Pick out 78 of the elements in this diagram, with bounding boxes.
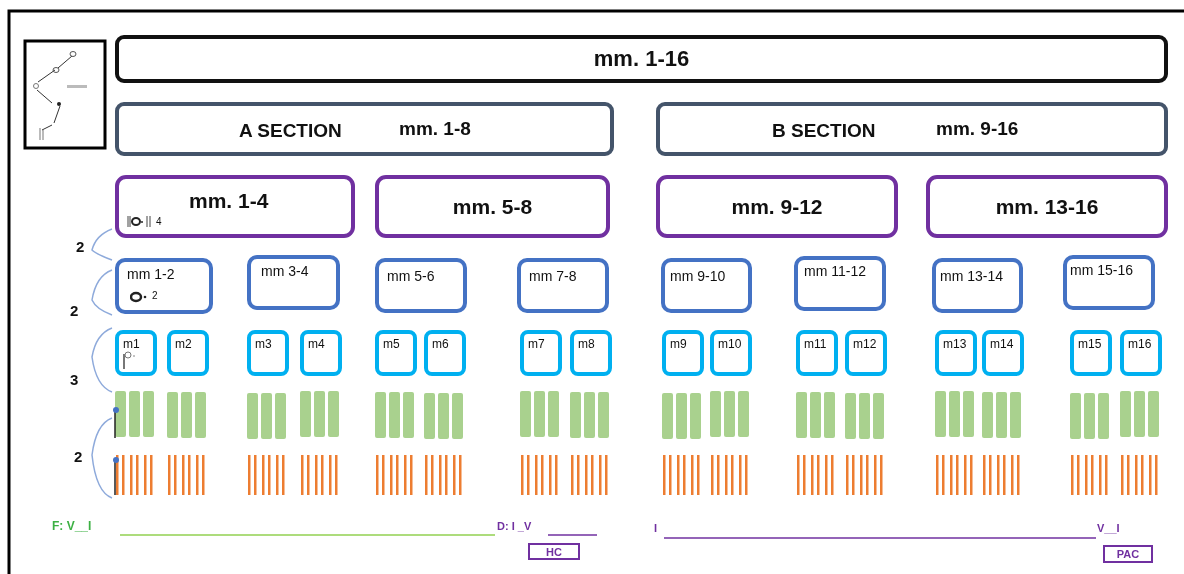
range-label: m9 (670, 337, 687, 351)
measure-box (247, 330, 289, 376)
measure-box (845, 330, 887, 376)
measure-box (710, 330, 752, 376)
measure-box (935, 330, 977, 376)
range-label: PAC (1115, 548, 1141, 560)
subphrase-box (1063, 255, 1155, 310)
range-label: mm 5-6 (387, 268, 435, 284)
range-label: m13 (943, 337, 967, 351)
phrase-box (375, 175, 610, 238)
range-label: A SECTION (239, 120, 342, 142)
range-label: mm 13-14 (940, 268, 1004, 284)
section-box (656, 102, 1168, 156)
harmony-label: D: I _V (497, 520, 532, 532)
cadence-box (528, 543, 580, 560)
subphrase-box (932, 258, 1023, 313)
subphrase-box (247, 255, 340, 310)
range-label: mm 9-10 (670, 268, 726, 284)
phrase-box (926, 175, 1168, 238)
measure-box (300, 330, 342, 376)
range-label: m7 (528, 337, 545, 351)
range-label: mm. 13-16 (994, 194, 1100, 219)
grouping-number: 2 (70, 302, 79, 319)
measure-box (520, 330, 562, 376)
grouping-number: 2 (74, 448, 83, 465)
subphrase-box (375, 258, 467, 313)
count-number: 4 (156, 216, 162, 227)
range-label: m2 (175, 337, 192, 351)
range-label: mm 7-8 (529, 268, 577, 284)
range-label: m4 (308, 337, 325, 351)
range-label: mm 1-2 (127, 266, 175, 282)
range-label: B SECTION (772, 120, 876, 142)
range-label: m10 (718, 337, 742, 351)
measure-box (1070, 330, 1112, 376)
range-box (115, 35, 1168, 83)
subphrase-box (661, 258, 752, 313)
measure-box (115, 330, 157, 376)
range-label: m6 (432, 337, 449, 351)
measure-box (424, 330, 466, 376)
range-label: mm. 1-16 (592, 46, 691, 72)
subphrase-box (517, 258, 609, 313)
range-label: mm. 5-8 (451, 194, 534, 219)
subphrase-box (794, 256, 886, 311)
phrase-box (656, 175, 898, 238)
range-label: m5 (383, 337, 400, 351)
measure-box (570, 330, 612, 376)
measure-box (1120, 330, 1162, 376)
grouping-number: 3 (70, 371, 79, 388)
range-label: mm 3-4 (261, 263, 309, 279)
range-label: mm. 9-12 (730, 194, 824, 219)
range-label: m12 (853, 337, 877, 351)
count-number: mm. 1-8 (399, 118, 471, 140)
range-label: m16 (1128, 337, 1152, 351)
range-label: mm 11-12 (804, 263, 866, 279)
measure-box (375, 330, 417, 376)
phrase-box (115, 175, 355, 238)
subphrase-box (115, 258, 213, 314)
range-label: m11 (804, 337, 827, 351)
range-label: m14 (990, 337, 1014, 351)
count-number: 2 (152, 290, 158, 301)
measure-box (982, 330, 1024, 376)
measure-box (662, 330, 704, 376)
range-label: HC (545, 545, 563, 558)
measure-box (167, 330, 209, 376)
grouping-number: 2 (76, 238, 85, 255)
range-label: m15 (1078, 337, 1102, 351)
range-label: m3 (255, 337, 272, 351)
harmony-label: F: V__I (52, 519, 92, 533)
range-label: m1 (123, 337, 140, 351)
harmony-label: I (654, 522, 658, 534)
range-label: m8 (578, 337, 595, 351)
range-label: mm 15-16 (1070, 262, 1134, 278)
measure-box (796, 330, 838, 376)
section-box (115, 102, 614, 156)
count-number: mm. 9-16 (936, 118, 1019, 140)
cadence-box (1103, 545, 1153, 563)
range-label: mm. 1-4 (189, 189, 269, 213)
harmony-label: V__I (1097, 522, 1120, 534)
